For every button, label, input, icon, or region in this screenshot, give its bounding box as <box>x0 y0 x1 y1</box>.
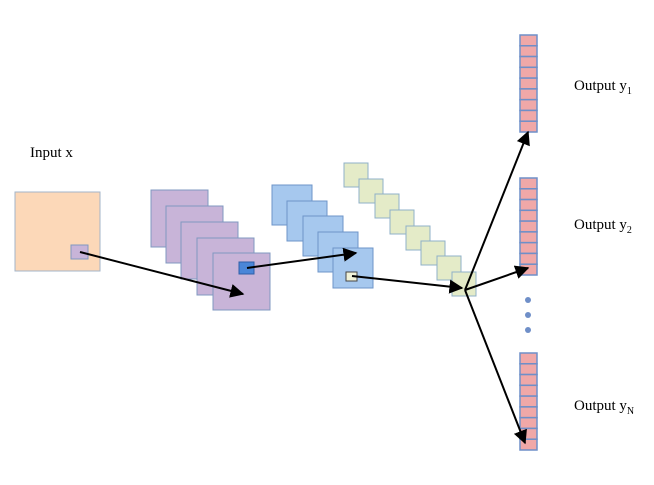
output-label-2: Output y2 <box>574 217 632 236</box>
output-label-prefix: Output y <box>574 398 627 414</box>
feature-map <box>451 271 477 297</box>
vector-cell <box>519 77 538 90</box>
output-label-n: Output yN <box>574 398 634 417</box>
arrow-conv1-to-conv2 <box>246 247 358 269</box>
arrow-to-output-2 <box>464 265 530 291</box>
vector-cell <box>519 198 538 212</box>
input-label: Input x <box>30 145 73 161</box>
arrow-input-to-conv1 <box>79 251 245 298</box>
vector-cell <box>519 98 538 112</box>
output-label-subscript: N <box>627 406 634 417</box>
vector-cell <box>519 220 538 233</box>
vector-cell <box>519 252 538 265</box>
vector-cell <box>519 384 538 397</box>
vector-cell <box>519 109 538 122</box>
vector-cell <box>519 416 538 430</box>
ellipsis-dots <box>525 297 531 333</box>
vector-cell <box>519 34 538 47</box>
input-block: Input x <box>14 145 101 272</box>
vector-cell <box>519 209 538 222</box>
vector-cell <box>519 88 538 101</box>
output-label-prefix: Output y <box>574 78 627 94</box>
arrow-to-output-1 <box>464 130 530 291</box>
vector-cell <box>519 395 538 408</box>
vector-cell <box>519 66 538 79</box>
output-vector-2 <box>519 177 538 276</box>
vector-cell <box>519 188 538 201</box>
output-label-subscript: 1 <box>627 86 632 97</box>
dot <box>525 327 531 333</box>
input-patch <box>70 244 89 260</box>
vector-cell <box>519 177 538 190</box>
output-label-subscript: 2 <box>627 225 632 236</box>
vector-cell <box>519 231 538 244</box>
dot <box>525 297 531 303</box>
vector-cell <box>519 438 538 451</box>
vector-cell <box>519 55 538 69</box>
output-vector-1 <box>519 34 538 133</box>
vector-cell <box>519 406 538 419</box>
vector-cell <box>519 120 538 133</box>
vector-cell <box>519 363 538 376</box>
arrows <box>79 130 530 445</box>
vector-cell <box>519 241 538 255</box>
vector-cell <box>519 45 538 58</box>
arrow-to-output-n <box>464 289 527 445</box>
vector-cell <box>519 352 538 365</box>
vector-cell <box>519 373 538 387</box>
dot <box>525 312 531 318</box>
conv-layer-2 <box>271 184 374 289</box>
output-label-prefix: Output y <box>574 217 627 233</box>
output-vector-n <box>519 352 538 451</box>
arrow-conv2-to-conv3 <box>351 275 464 294</box>
feature-map <box>343 162 369 188</box>
conv-layer-1 <box>150 189 271 311</box>
output-label-1: Output y1 <box>574 78 632 97</box>
